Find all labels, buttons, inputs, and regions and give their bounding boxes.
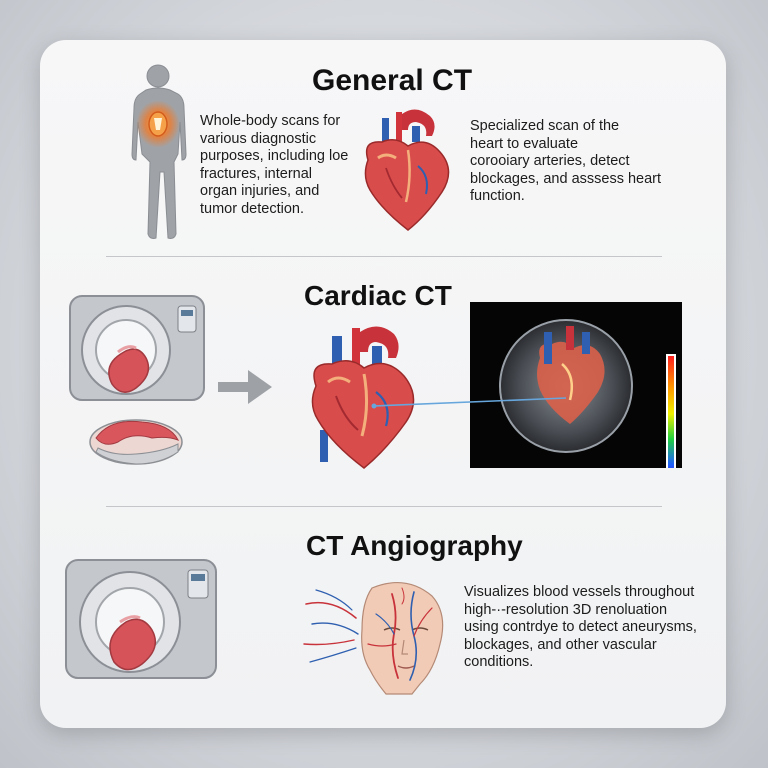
infographic-card: General CT Whole-body scans for various … [40, 40, 726, 728]
heart-icon-large [311, 326, 415, 469]
human-body-icon [131, 64, 187, 239]
heart-icon [364, 109, 450, 231]
ct-scanner-icon [69, 295, 205, 401]
heart-scan-image [470, 302, 682, 468]
scan-pointer-line [371, 397, 567, 409]
arrow-right-icon [218, 370, 272, 404]
section-divider [106, 506, 662, 507]
general-ct-title: General CT [312, 64, 473, 97]
section-divider [106, 256, 662, 257]
general-ct-description: Whole-body scans for various diagnostic … [200, 113, 349, 217]
ct-angiography-title: CT Angiography [306, 530, 523, 561]
head-vessels-icon [303, 582, 444, 695]
ct-angiography-description: Visualizes blood vessels throughout high… [464, 584, 697, 670]
cardiac-ct-description: Specialized scan of the heart to evaluat… [470, 118, 662, 204]
heart-slice-icon [89, 419, 183, 465]
ct-scanner-icon [65, 559, 217, 679]
cardiac-ct-title: Cardiac CT [304, 280, 452, 311]
